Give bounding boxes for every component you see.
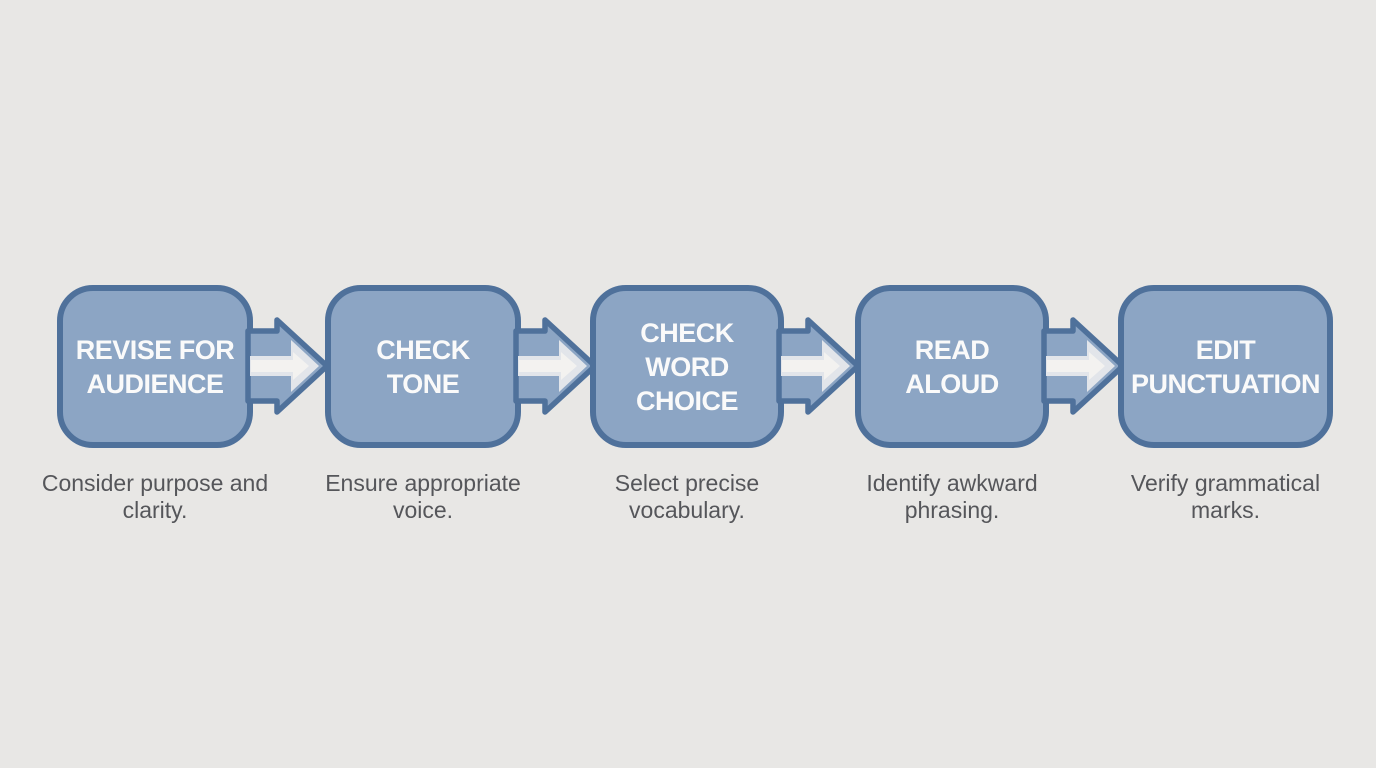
step-title: CHECK WORD CHOICE	[635, 317, 739, 416]
step-box: CHECK TONE	[325, 285, 521, 448]
step-box: REVISE FOR AUDIENCE	[57, 285, 253, 448]
arrow-inner-shape	[251, 352, 309, 380]
step-box: READ ALOUD	[855, 285, 1049, 448]
step-caption: Ensure appropriate voice.	[325, 470, 521, 523]
step-box: CHECK WORD CHOICE	[590, 285, 784, 448]
right-arrow-icon	[776, 317, 861, 415]
arrow-inner-shape	[782, 352, 840, 380]
step-caption: Consider purpose and clarity.	[41, 470, 269, 523]
right-arrow-icon	[513, 317, 598, 415]
step-title: EDIT PUNCTUATION	[1131, 334, 1320, 399]
step-caption: Identify awkward phrasing.	[866, 470, 1038, 523]
step-caption: Select precise vocabulary.	[614, 470, 760, 523]
arrow-inner-shape	[1047, 352, 1105, 380]
step-caption: Verify grammatical marks.	[1130, 470, 1321, 523]
step-box: EDIT PUNCTUATION	[1118, 285, 1333, 448]
step-title: READ ALOUD	[905, 334, 999, 399]
right-arrow-icon	[1041, 317, 1126, 415]
step-title: CHECK TONE	[376, 334, 470, 399]
right-arrow-icon	[245, 317, 330, 415]
arrow-inner-shape	[519, 352, 577, 380]
step-title: REVISE FOR AUDIENCE	[75, 334, 235, 399]
